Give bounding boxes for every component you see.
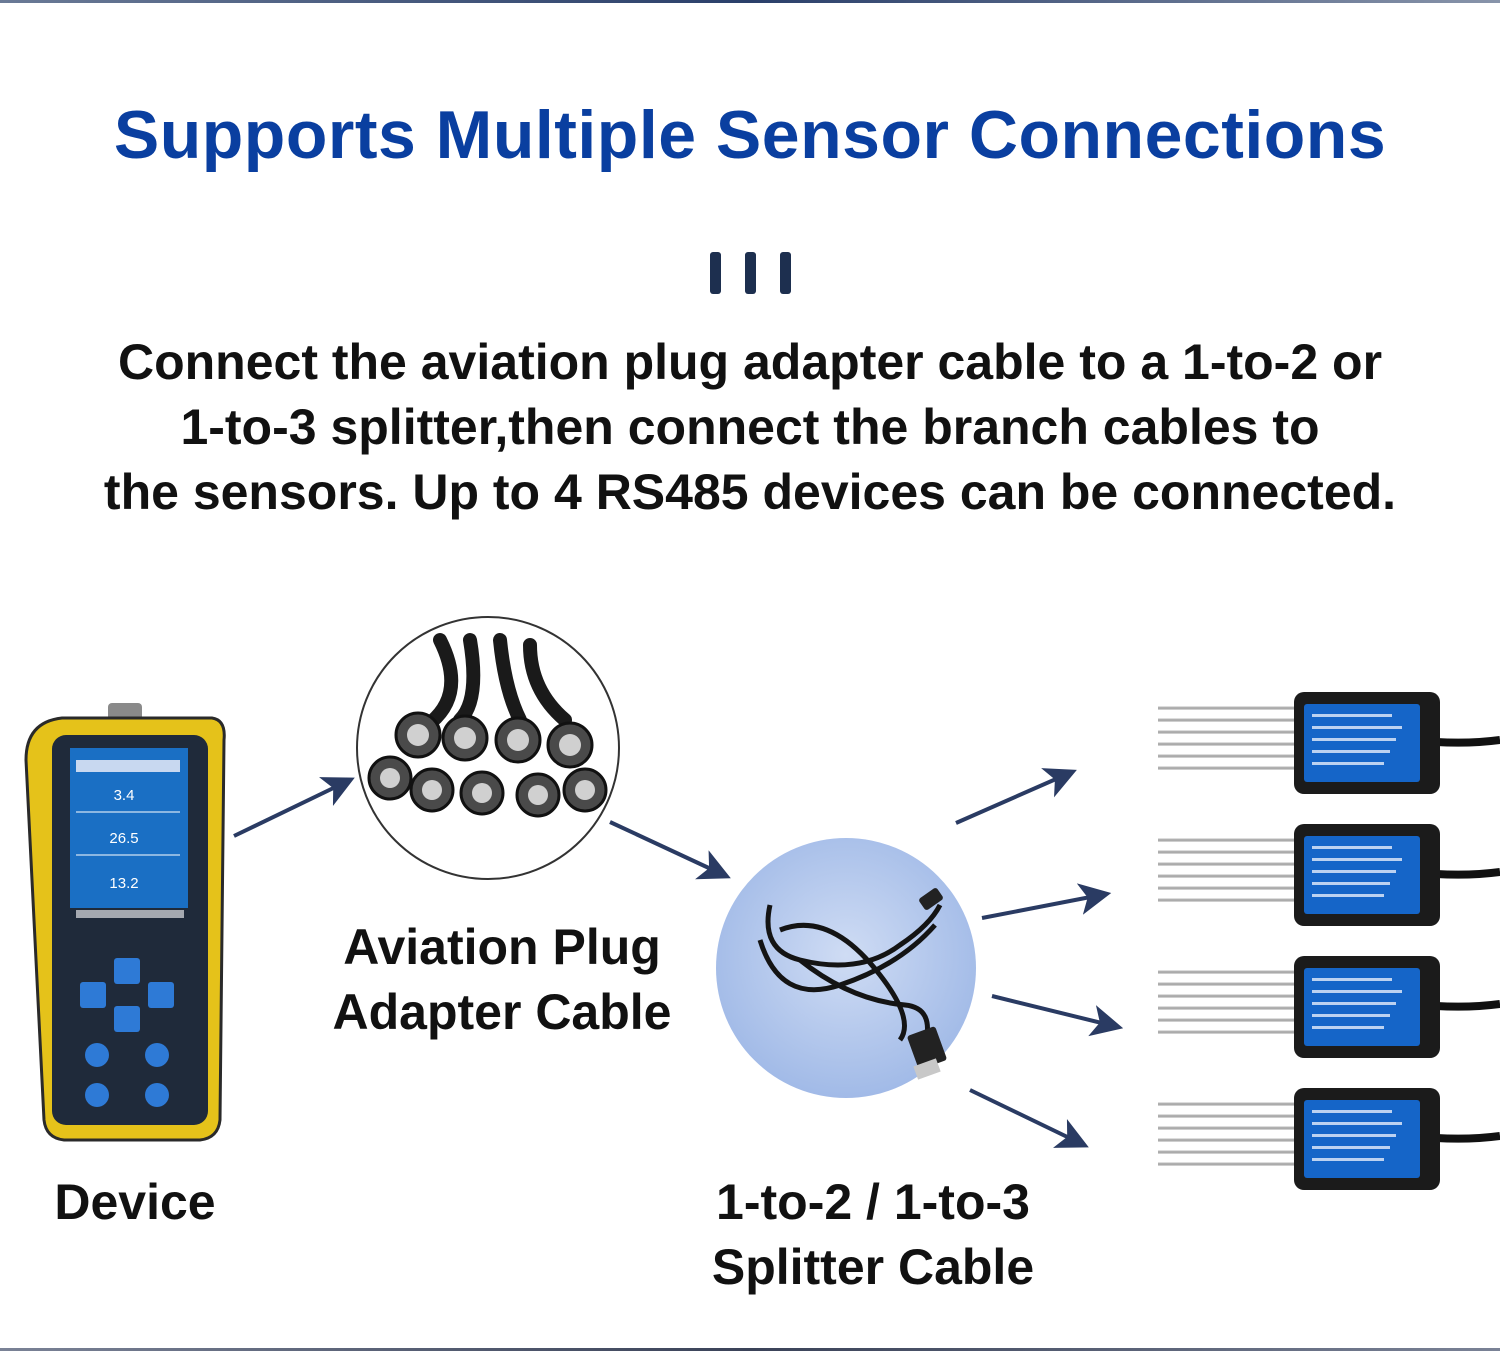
sensor-label-line bbox=[1312, 1158, 1384, 1161]
sensor-probe bbox=[1158, 730, 1298, 734]
description-line-3: the sensors. Up to 4 RS485 devices can b… bbox=[103, 464, 1397, 520]
splitter-label-line-2: Splitter Cable bbox=[711, 1239, 1035, 1295]
confirm-button-icon bbox=[85, 1043, 109, 1067]
description-line-1: Connect the aviation plug adapter cable … bbox=[117, 334, 1383, 390]
sensor-label-line bbox=[1312, 750, 1390, 753]
device-screen bbox=[70, 748, 188, 908]
adapter-label-line-2: Adapter Cable bbox=[332, 984, 672, 1040]
bluetooth-button-icon bbox=[85, 1083, 109, 1107]
splitter-cable-icon bbox=[716, 838, 976, 1098]
sensor-label-line bbox=[1312, 882, 1390, 885]
sensor-label-line bbox=[1312, 1122, 1402, 1125]
sensor-probe bbox=[1158, 898, 1298, 902]
arrow-device-to-adapter bbox=[233, 777, 355, 838]
sensor-label-line bbox=[1312, 726, 1402, 729]
sensor-probe bbox=[1158, 850, 1298, 854]
sensor-cable bbox=[1435, 1000, 1500, 1011]
sensor-probe bbox=[1158, 1162, 1298, 1166]
down-button-icon bbox=[114, 1006, 140, 1032]
arrow-to-sensor-4 bbox=[969, 1088, 1089, 1148]
arrow-to-sensor-3 bbox=[991, 994, 1124, 1037]
device-reading-3: 13.2 bbox=[109, 875, 138, 892]
left-button-icon bbox=[80, 982, 106, 1008]
sensor-cable bbox=[1435, 736, 1500, 747]
adapter-cable-label: Aviation Plug Adapter Cable bbox=[300, 915, 704, 1045]
back-button-icon bbox=[145, 1043, 169, 1067]
sensor-probe bbox=[1158, 742, 1298, 746]
sensor-probe bbox=[1158, 886, 1298, 890]
soil-sensor-icon bbox=[1158, 956, 1500, 1058]
sensor-group bbox=[1158, 692, 1500, 1190]
adapter-label-line-1: Aviation Plug bbox=[343, 919, 661, 975]
sensor-label-line bbox=[1312, 978, 1392, 981]
sensor-probe bbox=[1158, 1018, 1298, 1022]
arrow-to-sensor-2 bbox=[981, 883, 1112, 920]
sensor-label-line bbox=[1312, 858, 1402, 861]
sensor-probe bbox=[1158, 718, 1298, 722]
sensor-probe bbox=[1158, 754, 1298, 758]
splitter-cable-label: 1-to-2 / 1-to-3 Splitter Cable bbox=[670, 1170, 1076, 1300]
sensor-label-line bbox=[1312, 738, 1396, 741]
soil-sensor-icon bbox=[1158, 1088, 1500, 1190]
right-button-icon bbox=[148, 982, 174, 1008]
adapter-circle bbox=[356, 616, 620, 880]
sensor-label-line bbox=[1312, 894, 1384, 897]
sensor-label-line bbox=[1312, 762, 1384, 765]
page-title: Supports Multiple Sensor Connections bbox=[113, 97, 1387, 173]
sensor-probe bbox=[1158, 1030, 1298, 1034]
arrow-to-sensor-1 bbox=[955, 768, 1077, 825]
sensor-cable bbox=[1435, 1132, 1500, 1143]
sensor-label-line bbox=[1312, 714, 1392, 717]
sensor-label-line bbox=[1312, 846, 1392, 849]
sensor-label-line bbox=[1312, 1134, 1396, 1137]
handheld-device-icon: 3.4 26.5 13.2 bbox=[24, 703, 226, 1142]
sensor-label-line bbox=[1312, 990, 1402, 993]
sensor-probe bbox=[1158, 1126, 1298, 1130]
sensor-probe bbox=[1158, 874, 1298, 878]
sensor-probe bbox=[1158, 1138, 1298, 1142]
top-rule bbox=[0, 0, 1500, 3]
sensor-probe bbox=[1158, 706, 1298, 710]
sensor-label-line bbox=[1312, 1002, 1396, 1005]
splitter-circle bbox=[716, 838, 976, 1098]
up-button-icon bbox=[114, 958, 140, 984]
description: Connect the aviation plug adapter cable … bbox=[0, 330, 1500, 525]
sensor-probe bbox=[1158, 838, 1298, 842]
device-label: Device bbox=[54, 1174, 216, 1230]
arrow-adapter-to-splitter bbox=[609, 820, 731, 880]
aviation-plug-adapter-icon bbox=[356, 616, 620, 880]
sensor-label-line bbox=[1312, 1026, 1384, 1029]
device-reading-1: 3.4 bbox=[114, 787, 135, 804]
power-button-icon bbox=[145, 1083, 169, 1107]
sensor-probe bbox=[1158, 970, 1298, 974]
sensor-label-line bbox=[1312, 1110, 1392, 1113]
sensor-probe bbox=[1158, 1102, 1298, 1106]
sensor-probe bbox=[1158, 766, 1298, 770]
soil-sensor-icon bbox=[1158, 824, 1500, 926]
sensor-probe bbox=[1158, 1150, 1298, 1154]
soil-sensor-icon bbox=[1158, 692, 1500, 794]
splitter-label-line-1: 1-to-2 / 1-to-3 bbox=[716, 1174, 1030, 1230]
sensor-probe bbox=[1158, 982, 1298, 986]
sensor-label-line bbox=[1312, 1014, 1390, 1017]
sensor-probe bbox=[1158, 1114, 1298, 1118]
sensor-probe bbox=[1158, 862, 1298, 866]
description-line-2: 1-to-3 splitter,then connect the branch … bbox=[180, 399, 1320, 455]
sensor-probe bbox=[1158, 994, 1298, 998]
sensor-probe bbox=[1158, 1006, 1298, 1010]
bottom-rule bbox=[0, 1348, 1500, 1351]
sensor-label-line bbox=[1312, 870, 1396, 873]
device-reading-2: 26.5 bbox=[109, 830, 138, 847]
decorative-bars-icon bbox=[710, 252, 792, 296]
sensor-cable bbox=[1435, 868, 1500, 879]
sensor-label-line bbox=[1312, 1146, 1390, 1149]
